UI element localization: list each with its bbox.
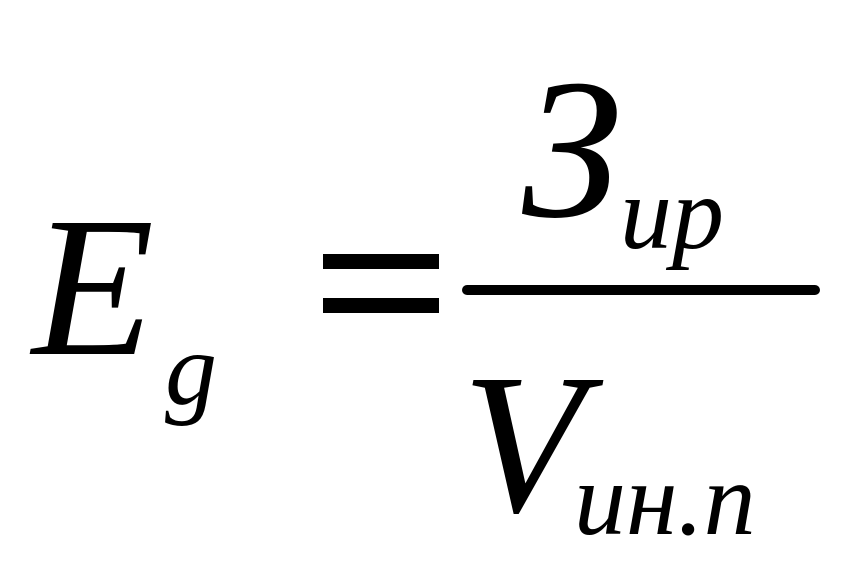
denominator-subscript: ин.п [574,442,756,557]
numerator-symbol: З [522,39,622,260]
equals-sign-top-bar [323,254,439,269]
fraction-bar [462,285,820,295]
denominator-symbol: V [462,334,585,555]
lhs-subscript: g [165,312,217,427]
equals-sign-bottom-bar [323,298,439,313]
lhs-symbol: E [32,177,155,398]
numerator-subscript: ир [620,156,724,271]
